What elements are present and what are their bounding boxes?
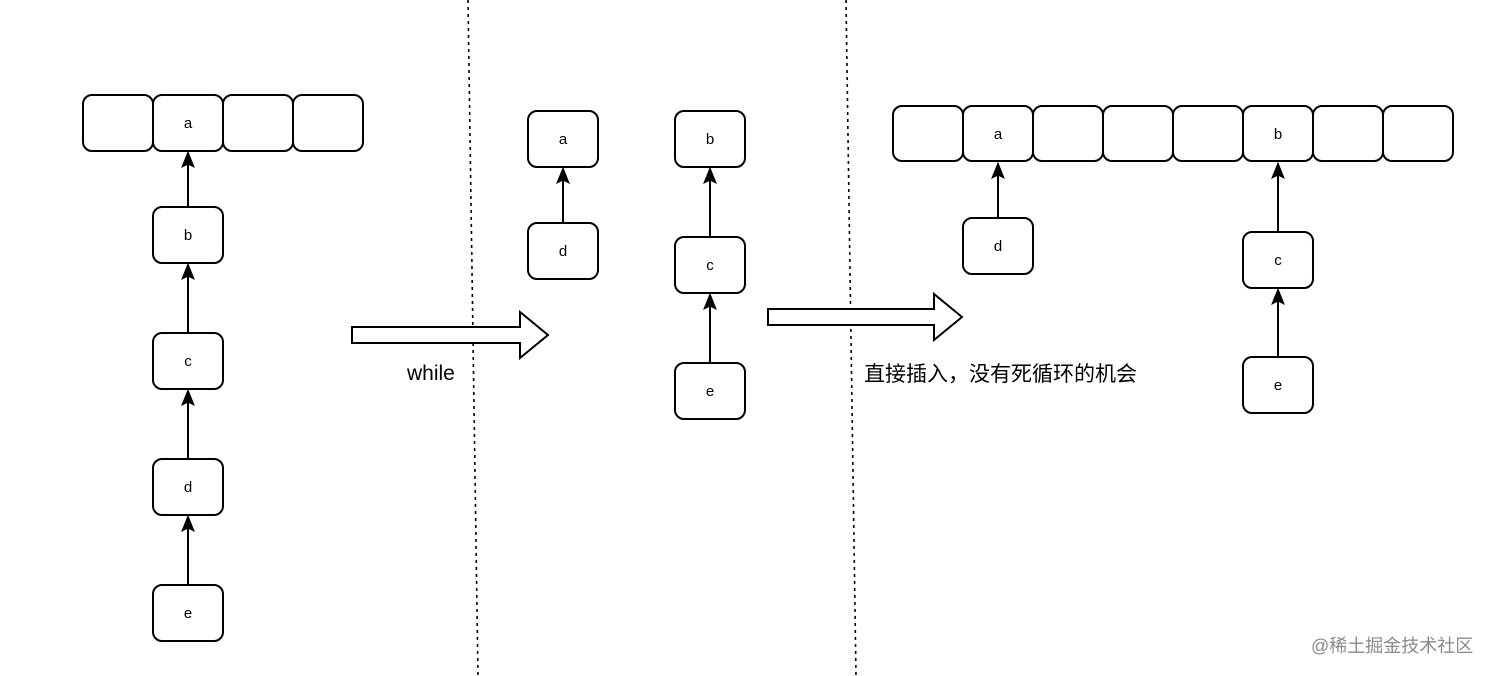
node-b: b	[152, 206, 224, 264]
svg-text:e: e	[706, 383, 714, 400]
transition-label-insert: 直接插入，没有死循环的机会	[864, 363, 1137, 386]
arrow-c-to-b	[1271, 161, 1285, 232]
node-c: c	[1242, 231, 1314, 289]
arrow-b-to-a	[181, 150, 195, 207]
panel-after: a b d c e	[892, 105, 1454, 414]
panel-while: a d b c e	[527, 110, 746, 420]
node-e: e	[1242, 356, 1314, 414]
node-b: b	[674, 110, 746, 168]
svg-text:c: c	[706, 257, 714, 274]
svg-text:d: d	[559, 243, 567, 260]
svg-text:e: e	[184, 605, 192, 622]
svg-text:e: e	[1274, 377, 1282, 394]
panel-divider-right	[845, 0, 857, 676]
svg-text:d: d	[184, 479, 192, 496]
bucket-array: a b	[892, 105, 1454, 162]
bucket-cell-a: a	[962, 105, 1034, 162]
arrow-c-to-b	[703, 166, 717, 237]
watermark: @稀土掘金技术社区	[1311, 636, 1473, 656]
node-d: d	[152, 458, 224, 516]
node-d: d	[962, 217, 1034, 275]
bucket-cell-a: a	[152, 94, 224, 152]
svg-text:c: c	[1274, 252, 1282, 269]
arrow-e-to-c	[703, 292, 717, 363]
node-e: e	[674, 362, 746, 420]
bucket-cell-b: b	[1242, 105, 1314, 162]
svg-text:c: c	[184, 353, 192, 370]
svg-text:b: b	[706, 131, 714, 148]
svg-text:a: a	[559, 131, 568, 148]
arrow-c-to-b	[181, 262, 195, 333]
transition-arrow-while	[351, 309, 550, 361]
arrow-d-to-a	[991, 161, 1005, 218]
bucket-cell	[1382, 105, 1454, 162]
node-c: c	[674, 236, 746, 294]
bucket-cell	[892, 105, 964, 162]
panel-before: a b c d e	[82, 94, 364, 642]
bucket-cell	[1312, 105, 1384, 162]
bucket-cell	[1102, 105, 1174, 162]
arrow-d-to-a	[556, 166, 570, 223]
svg-text:d: d	[994, 238, 1002, 255]
arrow-d-to-c	[181, 388, 195, 459]
arrow-e-to-d	[181, 514, 195, 585]
bucket-cell	[82, 94, 154, 152]
transition-arrow-insert	[767, 291, 964, 343]
node-a: a	[527, 110, 599, 168]
svg-text:a: a	[994, 126, 1003, 143]
node-c: c	[152, 332, 224, 390]
svg-text:b: b	[1274, 126, 1282, 143]
svg-text:b: b	[184, 227, 192, 244]
transition-label-while: while	[406, 362, 455, 385]
node-d: d	[527, 222, 599, 280]
bucket-cell	[222, 94, 294, 152]
arrow-e-to-c	[1271, 287, 1285, 357]
bucket-cell	[292, 94, 364, 152]
bucket-cell	[1032, 105, 1104, 162]
node-e: e	[152, 584, 224, 642]
bucket-cell	[1172, 105, 1244, 162]
svg-text:a: a	[184, 115, 193, 132]
bucket-array: a	[82, 94, 364, 152]
